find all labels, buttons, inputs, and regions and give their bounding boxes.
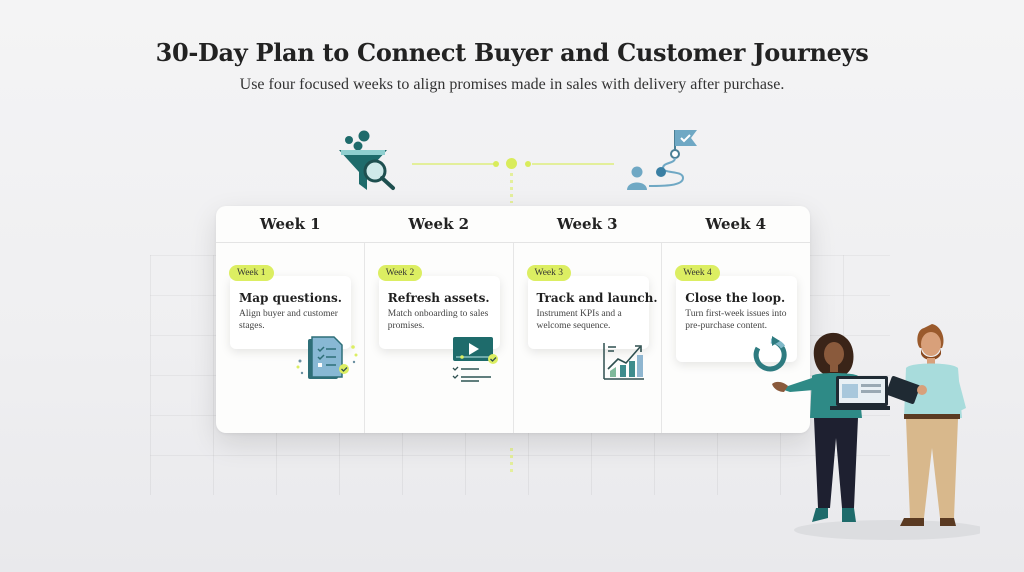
- card-title: Refresh assets.: [387, 291, 490, 305]
- week-badge: Week 3: [526, 265, 572, 281]
- card-title: Map questions.: [239, 291, 342, 305]
- page-subtitle: Use four focused weeks to align promises…: [239, 76, 785, 93]
- board-header-row: Week 1 Week 2 Week 3 Week 4: [216, 206, 810, 243]
- video-checklist-icon: [449, 335, 499, 387]
- column-header-week-1: Week 1: [259, 215, 321, 233]
- column-header-week-2: Week 2: [408, 215, 470, 233]
- column-header-week-3: Week 3: [556, 215, 618, 233]
- card-description: Align buyer and customer stages.: [239, 309, 338, 331]
- week-badge: Week 2: [377, 265, 423, 281]
- column-week-1: Week 1 Map questions. Align buyer and cu…: [216, 243, 365, 433]
- task-card-week-4[interactable]: Close the loop. Turn first-week issues i…: [676, 276, 798, 362]
- growth-chart-icon: [602, 341, 646, 385]
- week-badge: Week 1: [229, 265, 274, 281]
- board-body: Week 1 Map questions. Align buyer and cu…: [216, 243, 810, 433]
- woman-figure: [772, 332, 890, 522]
- connector-dot: [525, 161, 531, 167]
- card-title: Close the loop.: [685, 291, 786, 305]
- connector-dot-center: [506, 158, 517, 169]
- connector-line-right: [532, 163, 614, 165]
- connector-dot: [493, 161, 499, 167]
- funnel-search-icon: [337, 126, 401, 194]
- task-card-week-3[interactable]: Track and launch. Instrument KPIs and a …: [527, 276, 658, 349]
- task-card-week-2[interactable]: Refresh assets. Match onboarding to sale…: [378, 276, 500, 349]
- column-week-2: Week 2 Refresh assets. Match onboarding …: [365, 243, 514, 433]
- card-description: Instrument KPIs and a welcome sequence.: [536, 309, 622, 331]
- column-week-4: Week 4 Close the loop. Turn first-week i…: [662, 243, 810, 433]
- card-description: Match onboarding to sales promises.: [387, 309, 489, 331]
- refresh-cycle-icon: [752, 336, 790, 378]
- man-figure: [886, 324, 966, 526]
- card-description: Turn first-week issues into pre-purchase…: [685, 309, 787, 331]
- two-colleagues-illustration: [770, 318, 986, 548]
- column-header-week-4: Week 4: [705, 215, 767, 233]
- column-week-3: Week 3 Track and launch. Instrument KPIs…: [514, 243, 663, 433]
- journey-flag-icon: [623, 128, 703, 194]
- card-title: Track and launch.: [536, 291, 658, 305]
- connector-vertical-dots-bottom: [510, 448, 513, 472]
- week-badge: Week 4: [675, 265, 720, 281]
- connector-vertical-dots: [510, 173, 513, 203]
- connector-line-left: [412, 163, 496, 165]
- weekly-plan-board: Week 1 Week 2 Week 3 Week 4 Week 1 Map q…: [216, 206, 810, 433]
- page-title: 30-Day Plan to Connect Buyer and Custome…: [155, 38, 869, 67]
- checklist-document-icon: [296, 335, 358, 387]
